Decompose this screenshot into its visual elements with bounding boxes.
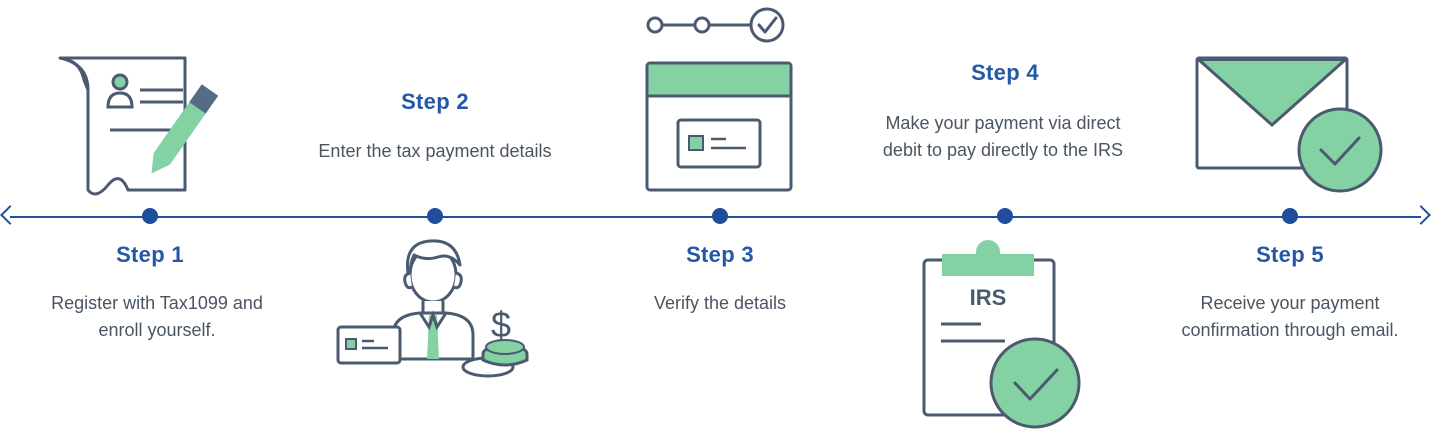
step-3-title: Step 3	[686, 242, 754, 267]
registration-form-pen-icon	[58, 56, 219, 196]
person-payment-card-coins-icon: $	[336, 239, 529, 378]
timeline-node-step-4	[997, 208, 1013, 224]
irs-clipboard-check-icon: IRS	[922, 240, 1081, 429]
timeline-right-arrow-icon	[1411, 205, 1431, 225]
timeline-left-arrow-icon	[0, 205, 20, 225]
irs-label: IRS	[970, 285, 1007, 310]
progress-window-card-icon	[645, 7, 793, 192]
step-5-title: Step 5	[1256, 242, 1324, 267]
dollar-sign-text: $	[491, 304, 511, 345]
step-4-title: Step 4	[971, 60, 1039, 85]
step-5-description: Receive your payment confirmation throug…	[1181, 293, 1399, 340]
step-3-description: Verify the details	[653, 293, 787, 313]
timeline-node-step-5	[1282, 208, 1298, 224]
timeline-node-step-1	[142, 208, 158, 224]
step-2-title: Step 2	[401, 89, 469, 114]
step-4-description: Make your payment via direct debit to pa…	[882, 113, 1124, 160]
step-1-description: Register with Tax1099 and enroll yoursel…	[51, 293, 263, 340]
timeline-node-step-2	[427, 208, 443, 224]
envelope-check-icon	[1195, 56, 1383, 193]
step-1-title: Step 1	[116, 242, 184, 267]
timeline-node-step-3	[712, 208, 728, 224]
step-2-description: Enter the tax payment details	[318, 141, 552, 161]
